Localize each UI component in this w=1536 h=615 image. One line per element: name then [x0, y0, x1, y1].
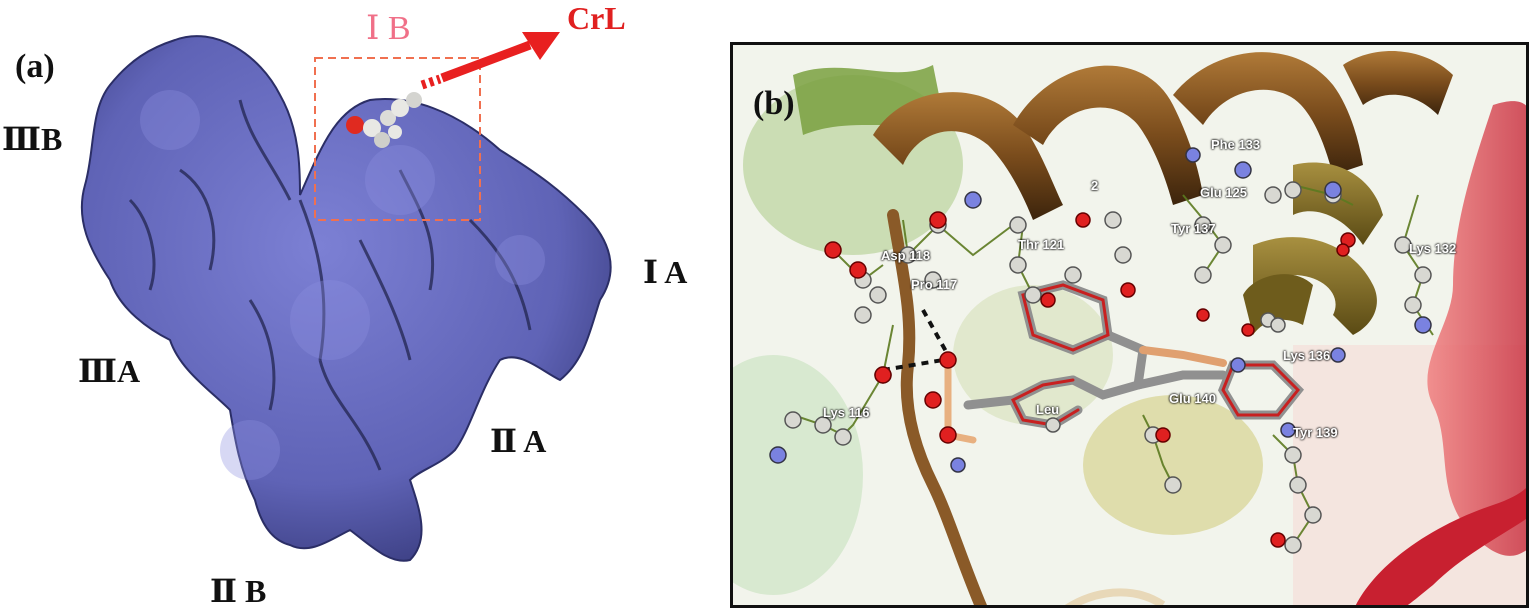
atoms-oxygen [824, 211, 1356, 548]
arrow-to-crl [420, 32, 560, 90]
residue-label-leu: Leu [1036, 402, 1060, 417]
residue-label-lys-116: Lys 116 [823, 405, 870, 420]
domain-label-ia: Ⅰ A [643, 254, 688, 290]
protein-surface [80, 35, 612, 562]
domain-label-iiia: ⅢA [78, 353, 141, 389]
atoms-nitrogen [769, 147, 1432, 473]
residue-label-phe-133: Phe 133 [1211, 137, 1261, 152]
surface-highlights [140, 90, 545, 480]
coil-brown [887, 209, 987, 605]
panel-a-tag: (a) [15, 48, 55, 85]
residue-label-glu-125: Glu 125 [1200, 185, 1247, 200]
panel-b-tag: (b) [753, 85, 795, 122]
site-ib-label: Ⅰ B [366, 10, 411, 47]
domain-label-iib: Ⅱ B [210, 573, 267, 609]
residue-label-asp-118: Asp 118 [881, 248, 931, 263]
protein-surface-figure [80, 32, 612, 562]
domain-label-iiib: ⅢB [2, 121, 63, 157]
crl-label: CrL [567, 0, 626, 36]
residue-label-lys-132: Lys 132 [1409, 241, 1457, 256]
ligand-crl [346, 92, 422, 148]
atoms-carbon [784, 181, 1432, 554]
panel-b: (b) Asp 118 Pro 117 Thr 121 Glu 125 Tyr … [730, 42, 1529, 608]
domain-label-iia: Ⅱ A [490, 423, 547, 459]
residue-label-glu-140: Glu 140 [1169, 391, 1216, 406]
residue-label-tyr-137: Tyr 137 [1171, 221, 1216, 236]
panel-a: (a) Ⅰ B CrL ⅢB ⅢA Ⅰ A Ⅱ A Ⅱ B [0, 0, 720, 615]
residue-label-tyr-139: Tyr 139 [1293, 425, 1338, 440]
surface-crevices [128, 99, 532, 471]
helix-red [1355, 101, 1526, 605]
residue-label-fragment: 2 [1091, 178, 1099, 193]
residue-label-lys-136: Lys 136 [1283, 348, 1331, 363]
h-bonds [882, 309, 950, 372]
binding-site-box [314, 57, 481, 221]
residue-label-pro-117: Pro 117 [911, 277, 958, 292]
residue-label-thr-121: Thr 121 [1018, 237, 1065, 252]
helix-brown [873, 51, 1453, 220]
binding-site-figure [733, 45, 1526, 605]
